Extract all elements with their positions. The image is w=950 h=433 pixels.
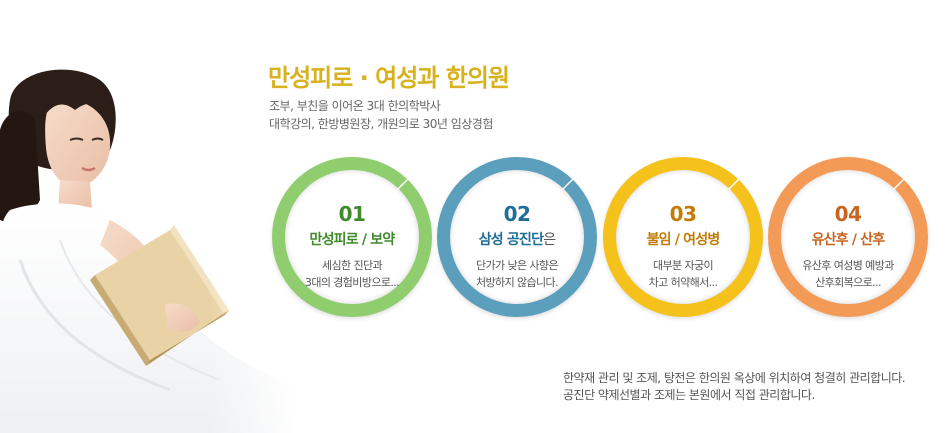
circle-number: 04 — [834, 202, 862, 226]
subtitle-line: 대학강의, 한방병원장, 개원의로 30년 임상경험 — [269, 117, 493, 131]
circle-heading-text: 만성피로 / 보약 — [309, 232, 396, 248]
circle-number: 03 — [669, 202, 697, 226]
circle-description-line: 단가가 낮은 사향은 — [476, 259, 559, 272]
circle-inner: 02 삼성 공진단은 단가가 낮은 사향은 처방하지 않습니다. — [450, 170, 584, 304]
circle-heading-text: 유산후 / 산후 — [811, 232, 886, 248]
hero-woman-reading-illustration — [0, 60, 300, 433]
circle-heading: 유산후 / 산후 — [781, 229, 915, 249]
circle-heading-text: 불임 / 여성병 — [646, 232, 721, 248]
footer-note: 한약재 관리 및 조제, 탕전은 한의원 옥상에 위치하여 청결히 관리합니다.… — [563, 370, 906, 404]
circle-heading-text: 삼성 공진단 — [478, 232, 544, 248]
circle-description: 유산후 여성병 예방과 산후회복으로... — [781, 257, 915, 291]
slash-mark-icon — [893, 178, 905, 190]
circle-heading-suffix: 은 — [543, 232, 556, 248]
circle-description-line: 유산후 여성병 예방과 — [802, 259, 894, 272]
circle-description-line: 차고 허약해서... — [648, 276, 718, 289]
page-subtitle: 조부, 부친을 이어온 3대 한의학박사 대학강의, 한방병원장, 개원의로 3… — [269, 97, 493, 133]
feature-circle-infertility[interactable]: 03 불임 / 여성병 대부분 자궁이 차고 허약해서... — [603, 157, 763, 317]
circle-number: 01 — [338, 202, 366, 226]
circle-description-line: 세심한 진단과 — [321, 259, 383, 272]
page-title: 만성피로 · 여성과 한의원 — [268, 64, 510, 92]
feature-circle-gongjindan[interactable]: 02 삼성 공진단은 단가가 낮은 사향은 처방하지 않습니다. — [437, 157, 597, 317]
slash-mark-icon — [562, 178, 574, 190]
circle-heading: 불임 / 여성병 — [616, 229, 750, 249]
footer-note-line: 한약재 관리 및 조제, 탕전은 한의원 옥상에 위치하여 청결히 관리합니다. — [563, 371, 906, 385]
footer-note-line: 공진단 약제선별과 조제는 본원에서 직접 관리합니다. — [563, 388, 815, 402]
subtitle-line: 조부, 부친을 이어온 3대 한의학박사 — [269, 99, 441, 113]
circle-inner: 03 불임 / 여성병 대부분 자궁이 차고 허약해서... — [616, 170, 750, 304]
circle-description-line: 대부분 자궁이 — [652, 259, 714, 272]
circle-number: 02 — [503, 202, 531, 226]
circle-description-line: 처방하지 않습니다. — [476, 276, 559, 289]
circle-description: 세심한 진단과 3대의 경험비방으로... — [285, 257, 419, 291]
circle-description: 대부분 자궁이 차고 허약해서... — [616, 257, 750, 291]
circle-description: 단가가 낮은 사향은 처방하지 않습니다. — [450, 257, 584, 291]
feature-circle-chronic-fatigue[interactable]: 01 만성피로 / 보약 세심한 진단과 3대의 경험비방으로... — [272, 157, 432, 317]
circle-inner: 04 유산후 / 산후 유산후 여성병 예방과 산후회복으로... — [781, 170, 915, 304]
circle-heading: 삼성 공진단은 — [450, 229, 584, 249]
slash-mark-icon — [728, 178, 740, 190]
circle-heading: 만성피로 / 보약 — [285, 229, 419, 249]
feature-circle-postpartum[interactable]: 04 유산후 / 산후 유산후 여성병 예방과 산후회복으로... — [768, 157, 928, 317]
circle-inner: 01 만성피로 / 보약 세심한 진단과 3대의 경험비방으로... — [285, 170, 419, 304]
slash-mark-icon — [397, 178, 409, 190]
circle-description-line: 3대의 경험비방으로... — [304, 276, 400, 289]
circle-description-line: 산후회복으로... — [815, 276, 881, 289]
